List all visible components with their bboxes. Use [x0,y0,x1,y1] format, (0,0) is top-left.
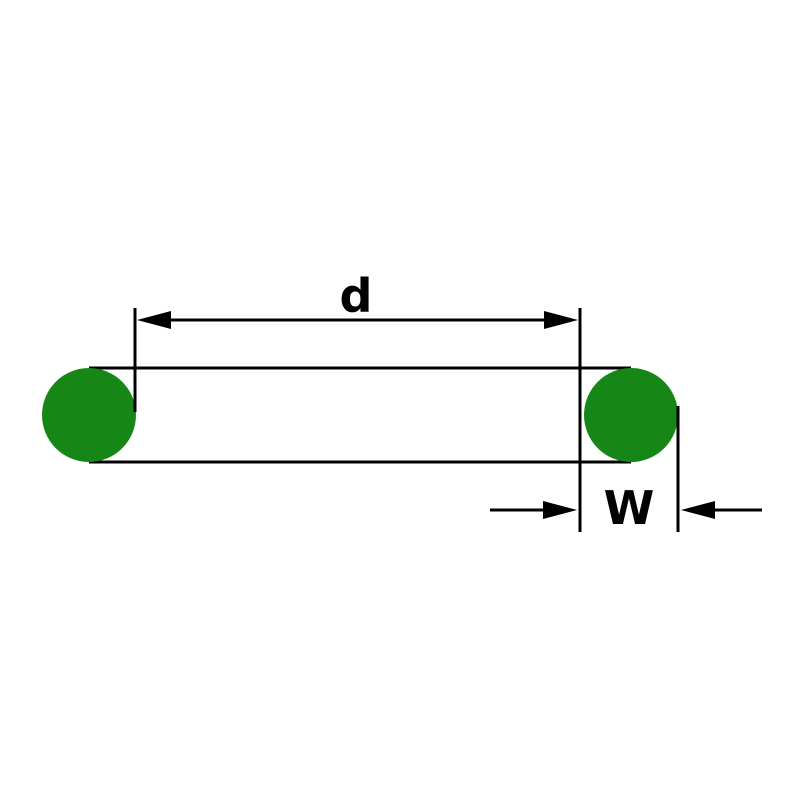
dimension-inner-diameter: d [133,269,582,532]
w-label: W [604,481,655,535]
dimension-cross-section-width: W [490,406,762,535]
w-arrowhead-right-icon [681,501,715,519]
d-label: d [340,269,373,323]
d-arrowhead-right-icon [544,311,578,329]
ring-left-cross-section [42,368,136,462]
ring-right-cross-section [584,368,678,462]
oring-profile [42,366,678,464]
w-arrowhead-left-icon [543,501,577,519]
d-arrowhead-left-icon [137,311,171,329]
